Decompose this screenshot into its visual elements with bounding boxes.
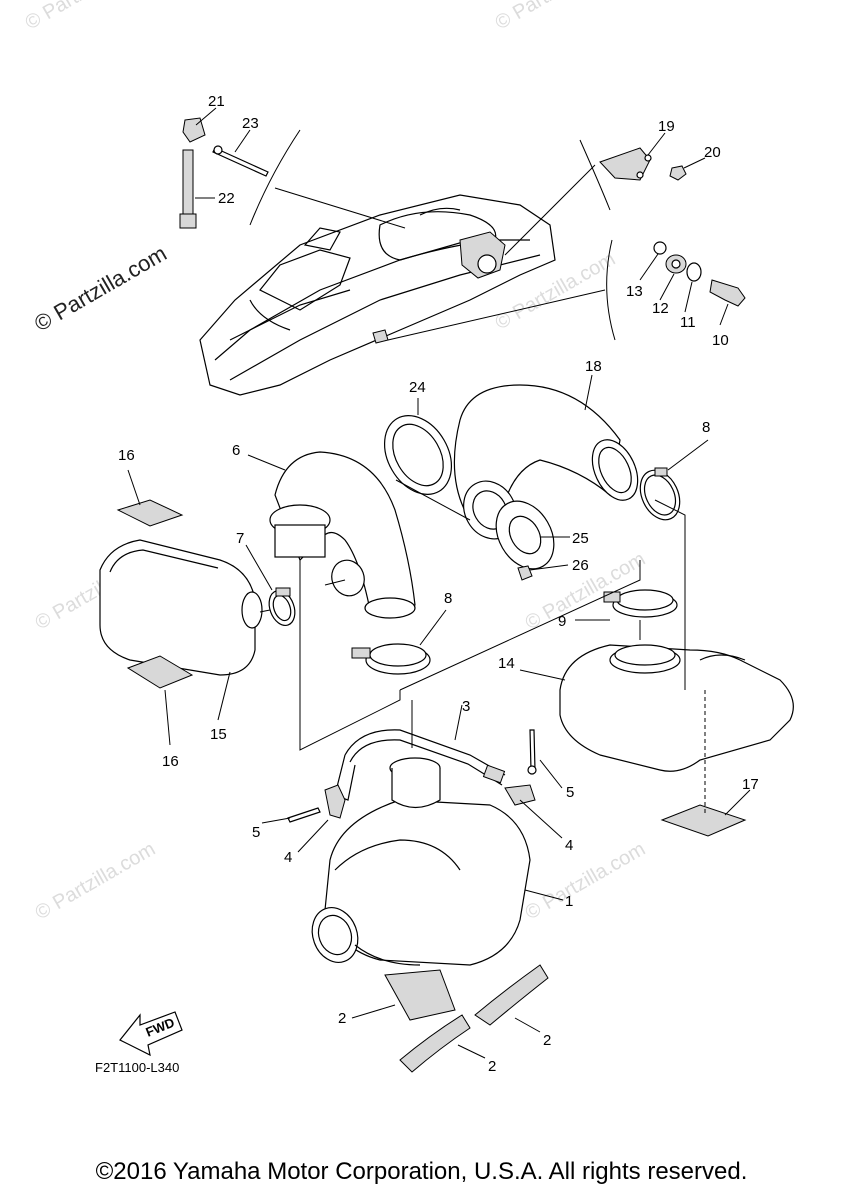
callout-3: 3 [462, 698, 470, 715]
part-7-clamp [268, 587, 296, 627]
assembly-lines [259, 479, 706, 815]
part-17-pad [660, 804, 747, 837]
part-6-elbow [269, 451, 416, 619]
part-8-clamp-lower [351, 643, 431, 675]
callout-2-b: 2 [543, 1032, 551, 1049]
callout-4-right: 4 [565, 837, 573, 854]
part-13-clip [653, 241, 667, 255]
callout-19: 19 [658, 118, 675, 135]
forward-arrow-icon: FWD [119, 1011, 183, 1057]
callout-10: 10 [712, 332, 729, 349]
callout-21: 21 [208, 93, 225, 110]
watercraft-outline [199, 194, 556, 396]
part-20-nut [669, 165, 687, 181]
callout-14: 14 [498, 655, 515, 672]
callout-24: 24 [409, 379, 426, 396]
part-12-grommet [665, 254, 687, 274]
part-18-pipe [453, 384, 639, 540]
part-9-clamp [603, 589, 678, 618]
callout-2-c: 2 [488, 1058, 496, 1075]
watermark-low-right: © Partzilla.com [522, 838, 650, 924]
part-2-pad-a [384, 969, 456, 1021]
part-23-pin [212, 145, 269, 177]
part-11-washer [686, 262, 702, 282]
callout-7: 7 [236, 530, 244, 547]
craft-leaders [249, 129, 616, 341]
callout-16-lower: 16 [162, 753, 179, 770]
callout-22: 22 [218, 190, 235, 207]
part-4-bracket-left [324, 784, 346, 819]
callout-11: 11 [680, 314, 696, 331]
part-5-screw-left [287, 807, 321, 823]
callout-6: 6 [232, 442, 240, 459]
part-21-clamp [182, 117, 206, 143]
label-leaders [127, 107, 751, 1059]
callout-25: 25 [572, 530, 589, 547]
part-24-flange [383, 415, 453, 495]
callout-20: 20 [704, 144, 721, 161]
copyright-notice: ©2016 Yamaha Motor Corporation, U.S.A. A… [95, 1158, 748, 1185]
part-26-nut [517, 565, 533, 581]
part-16-pad-upper [116, 499, 184, 527]
callout-15: 15 [210, 726, 227, 743]
callout-26: 26 [572, 557, 589, 574]
part-1-main-body [311, 757, 531, 966]
callout-18: 18 [585, 358, 602, 375]
callout-9: 9 [558, 613, 566, 630]
part-2-pad-c [399, 1014, 471, 1073]
callout-8-upper: 8 [702, 419, 710, 436]
callout-labels: 21 23 22 19 20 13 12 11 10 18 24 6 8 16 … [118, 93, 759, 1075]
callout-16-upper: 16 [118, 447, 135, 464]
part-10-bolt [709, 279, 746, 307]
callout-17: 17 [742, 776, 759, 793]
callout-12: 12 [652, 300, 669, 317]
part-15-resonator [99, 539, 263, 676]
callout-13: 13 [626, 283, 643, 300]
part-25-mesh [495, 500, 555, 570]
callout-5-left: 5 [252, 824, 260, 841]
watermark-top-left: © Partzilla.com [22, 0, 150, 34]
part-16-pad-lower [126, 655, 194, 689]
part-5-screw-right [527, 729, 537, 775]
watermark-top-right: © Partzilla.com [492, 0, 620, 34]
diagram-code: F2T1100-L340 [95, 1060, 179, 1075]
callout-1: 1 [565, 893, 573, 910]
part-14-box [559, 644, 794, 772]
watermark-low-left: © Partzilla.com [32, 838, 160, 924]
callout-5-right: 5 [566, 784, 574, 801]
part-3-strap [334, 729, 506, 801]
part-8-clamp-upper [639, 467, 681, 521]
callout-2-a: 2 [338, 1010, 346, 1027]
callout-4-left: 4 [284, 849, 292, 866]
part-19-bracket [599, 147, 652, 181]
part-2-pad-b [474, 964, 549, 1026]
callout-8-lower: 8 [444, 590, 452, 607]
part-4-bracket-right [504, 784, 536, 806]
watermark-main: © Partzilla.com [30, 241, 171, 337]
callout-23: 23 [242, 115, 259, 132]
part-22-tie-strap [179, 149, 197, 229]
